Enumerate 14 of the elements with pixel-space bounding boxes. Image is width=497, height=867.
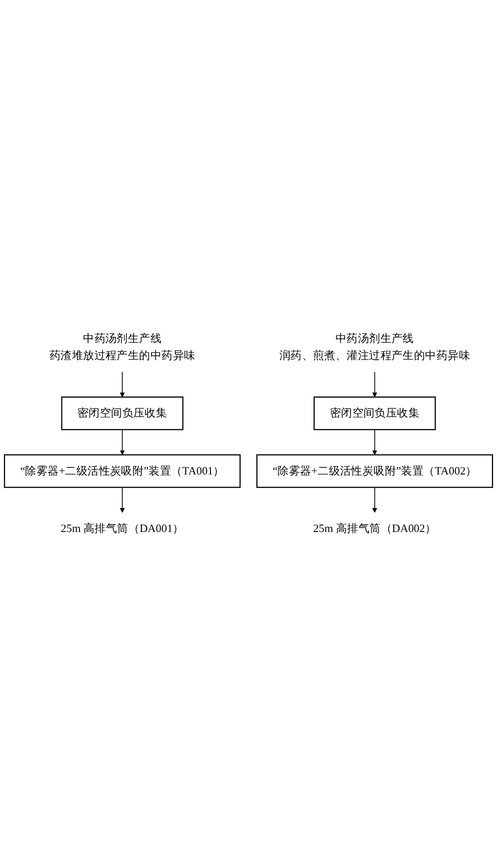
node-box: 密闭空间负压收集 [314,396,436,430]
node-text: 中药汤剂生产线 药渣堆放过程产生的中药异味 [49,332,196,362]
arrow [120,428,125,455]
node-text: 中药汤剂生产线 润药、煎煮、灌注过程产生的中药异味 [279,332,470,362]
arrow [372,486,378,512]
arrow [120,486,125,512]
node-box: “除雾器+二级活性炭吸附”装置（TA002） [256,454,494,488]
node-box: “除雾器+二级活性炭吸附”装置（TA001） [4,454,241,488]
node-text: 25m 高排气筒（DA001） [60,522,184,535]
node-box: 密闭空间负压收集 [61,396,184,430]
arrow [120,371,125,397]
arrow [372,371,378,397]
arrow [372,428,378,455]
node-text: 25m 高排气筒（DA002） [313,522,436,535]
